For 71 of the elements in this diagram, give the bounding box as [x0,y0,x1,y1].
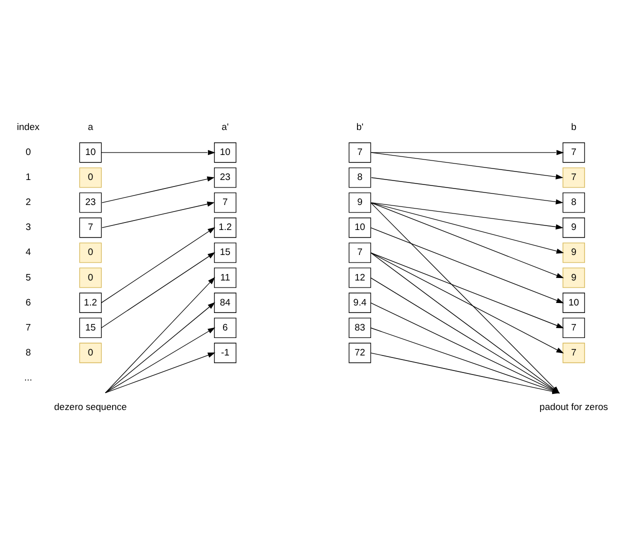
arrow [370,202,564,278]
node-box: 12 [348,268,372,288]
arrow [101,150,216,156]
node-box: 8 [348,167,372,188]
arrow [102,202,215,228]
node-box: 11 [214,268,236,288]
node-box: 7 [348,142,372,163]
label: b' [356,122,364,134]
node-box: 1.2 [79,292,102,313]
arrow [371,177,564,204]
node-box: 9 [348,192,372,213]
node-box: 84 [214,292,236,313]
label: ... [24,372,32,384]
arrow [371,202,564,230]
node-box: 7 [79,218,102,238]
label: 5 [26,272,31,284]
node-box: 83 [348,318,372,338]
node-box: 1.2 [214,218,236,238]
node-box: 7 [562,142,585,163]
label: 7 [26,322,31,334]
arrow [371,152,564,180]
arrow [370,150,564,156]
node-box: 7 [562,342,585,364]
node-box: 72 [348,342,372,364]
node-box: 0 [79,342,102,364]
arrow [105,277,216,394]
node-text: padout for zeros [540,402,608,414]
arrow [105,327,216,394]
node-box: 0 [79,242,102,263]
node-box: 23 [214,167,236,188]
arrow [101,227,216,304]
node-box: 0 [79,167,102,188]
node-box: 0 [79,268,102,288]
node-box: 8 [562,192,585,213]
label: a [88,122,94,134]
arrow [105,352,216,394]
node-box: 7 [214,192,236,213]
node-box: 10 [214,142,236,163]
arrow [102,176,215,203]
node-box: 15 [214,242,236,263]
node-box: 9 [562,242,585,263]
node-box: 9 [562,268,585,288]
label: a' [222,122,229,134]
node-box: 9 [562,218,585,238]
label: index [16,122,40,134]
node-box: 10 [348,218,372,238]
node-box: 7 [562,167,585,188]
arrow [370,227,564,304]
label: 2 [26,197,31,208]
label: 6 [26,297,31,308]
label: 4 [26,247,31,258]
arrow [370,202,564,254]
node-box: 9.4 [348,292,372,313]
node-box: -1 [214,342,236,364]
arrow [101,252,216,328]
node-box: 15 [79,318,102,338]
label: 0 [26,147,31,158]
node-box: 10 [562,292,585,313]
node-box: 7 [348,242,372,263]
node-text: dezero sequence [54,402,127,414]
label: 3 [26,222,31,234]
node-box: 7 [562,318,585,338]
arrow [105,302,216,394]
arrow [370,252,564,328]
label: 8 [26,347,31,358]
node-box: 23 [79,192,102,213]
node-box: 6 [214,318,236,338]
label: 1 [26,172,31,184]
node-box: 10 [79,142,102,163]
label: b [571,122,576,134]
arrow [370,252,564,354]
